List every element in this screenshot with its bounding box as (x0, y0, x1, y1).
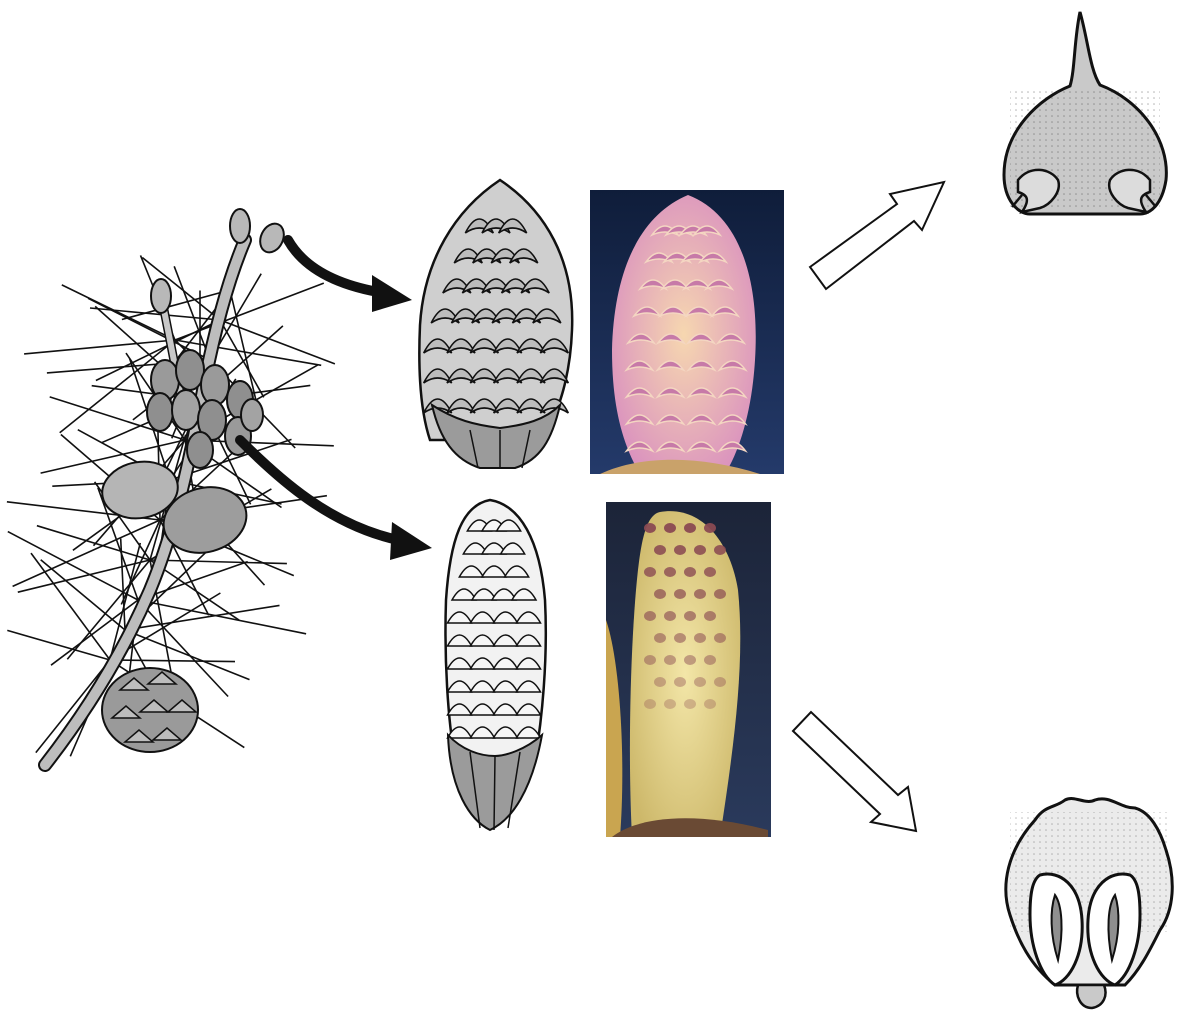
male-cone-drawing (445, 500, 545, 830)
male-cone-photo (606, 502, 771, 837)
female-cone-drawing (419, 180, 572, 468)
female-cone-photo (590, 190, 784, 474)
young-cone-tip (151, 279, 171, 313)
ovuliferous-scale (1004, 12, 1166, 214)
microsporophyll (1006, 799, 1172, 1008)
arrow-branch-to-male (240, 440, 432, 560)
young-cone-tip (256, 220, 289, 256)
young-cone-tip (230, 209, 250, 243)
arrow-male-to-microsporophyll (793, 712, 916, 831)
arrow-female-to-scale (810, 182, 944, 289)
arrow-branch-to-female (288, 240, 412, 312)
